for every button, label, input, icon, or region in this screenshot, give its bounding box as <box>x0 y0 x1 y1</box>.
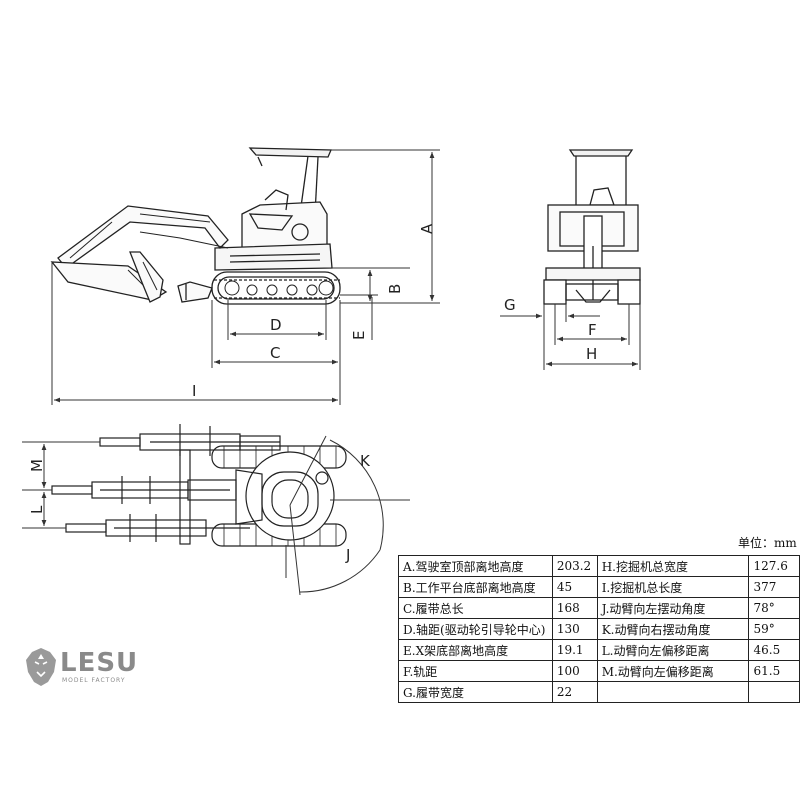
spec-label: H.挖掘机总宽度 <box>596 555 750 577</box>
top-view-excavator <box>51 424 347 547</box>
spec-value: 377 <box>748 576 800 598</box>
side-view-excavator <box>50 147 341 305</box>
spec-value: 19.1 <box>551 639 598 661</box>
front-view-excavator <box>543 149 641 305</box>
dim-label-A: A <box>418 223 436 234</box>
dim-label-F: F <box>588 321 597 339</box>
spec-label: D.轴距(驱动轮引导轮中心) <box>398 618 553 640</box>
spec-value: 46.5 <box>748 639 800 661</box>
brand-tagline: MODEL FACTORY <box>62 677 126 684</box>
front-view-dimensions <box>500 304 641 370</box>
spec-value: 45 <box>551 576 598 598</box>
dim-label-G: G <box>504 296 516 314</box>
dim-label-K: K <box>360 452 371 470</box>
spec-value: 22 <box>551 681 598 703</box>
spec-value: 61.5 <box>748 660 800 682</box>
table-row: D.轴距(驱动轮引导轮中心) 130 K.动臂向右摆动角度 59° <box>398 618 800 640</box>
spec-value: 78° <box>748 597 800 619</box>
top-view-dimensions <box>22 435 410 596</box>
dim-label-D: D <box>270 316 282 334</box>
spec-value: 130 <box>551 618 598 640</box>
brand-name: LESU <box>60 648 139 678</box>
spec-label: M.动臂向左偏移距离 <box>596 660 750 682</box>
spec-label: G.履带宽度 <box>398 681 553 703</box>
spec-value: 59° <box>748 618 800 640</box>
spec-value: 127.6 <box>748 555 800 577</box>
boom-center-position <box>51 476 237 504</box>
dim-label-I: I <box>192 382 196 400</box>
spec-label: K.动臂向右摆动角度 <box>596 618 750 640</box>
side-view-dimensions <box>51 149 440 405</box>
dim-label-C: C <box>270 344 280 362</box>
spec-value: 168 <box>551 597 598 619</box>
dim-label-J: J <box>345 546 350 564</box>
spec-label: F.轨距 <box>398 660 553 682</box>
dim-label-H: H <box>586 345 597 363</box>
spec-label <box>596 681 750 703</box>
dim-label-E: E <box>350 331 368 340</box>
table-row: G.履带宽度 22 <box>398 681 800 703</box>
spec-label: C.履带总长 <box>398 597 553 619</box>
spec-table: A.驾驶室顶部离地高度 203.2 H.挖掘机总宽度 127.6 B.工作平台底… <box>398 555 800 703</box>
table-row: C.履带总长 168 J.动臂向左摆动角度 78° <box>398 597 800 619</box>
table-row: B.工作平台底部离地高度 45 I.挖掘机总长度 377 <box>398 576 800 598</box>
spec-label: E.X架底部离地高度 <box>398 639 553 661</box>
spec-value: 100 <box>551 660 598 682</box>
table-row: E.X架底部离地高度 19.1 L.动臂向左偏移距离 46.5 <box>398 639 800 661</box>
boom-right-position <box>65 514 250 542</box>
spec-value: 203.2 <box>551 555 598 577</box>
spec-value <box>748 681 800 703</box>
table-row: A.驾驶室顶部离地高度 203.2 H.挖掘机总宽度 127.6 <box>398 555 800 577</box>
unit-label: 单位：mm <box>738 536 797 550</box>
table-row: F.轨距 100 M.动臂向左偏移距离 61.5 <box>398 660 800 682</box>
spec-label: A.驾驶室顶部离地高度 <box>398 555 553 577</box>
dim-label-L: L <box>28 505 46 514</box>
spec-label: I.挖掘机总长度 <box>596 576 750 598</box>
spec-label: J.动臂向左摆动角度 <box>596 597 750 619</box>
dim-label-B: B <box>386 284 404 294</box>
dim-label-M: M <box>28 459 46 472</box>
spec-label: B.工作平台底部离地高度 <box>398 576 553 598</box>
lesu-logo: LESU MODEL FACTORY <box>24 646 137 690</box>
spec-label: L.动臂向左偏移距离 <box>596 639 750 661</box>
lion-head-icon <box>26 648 56 686</box>
